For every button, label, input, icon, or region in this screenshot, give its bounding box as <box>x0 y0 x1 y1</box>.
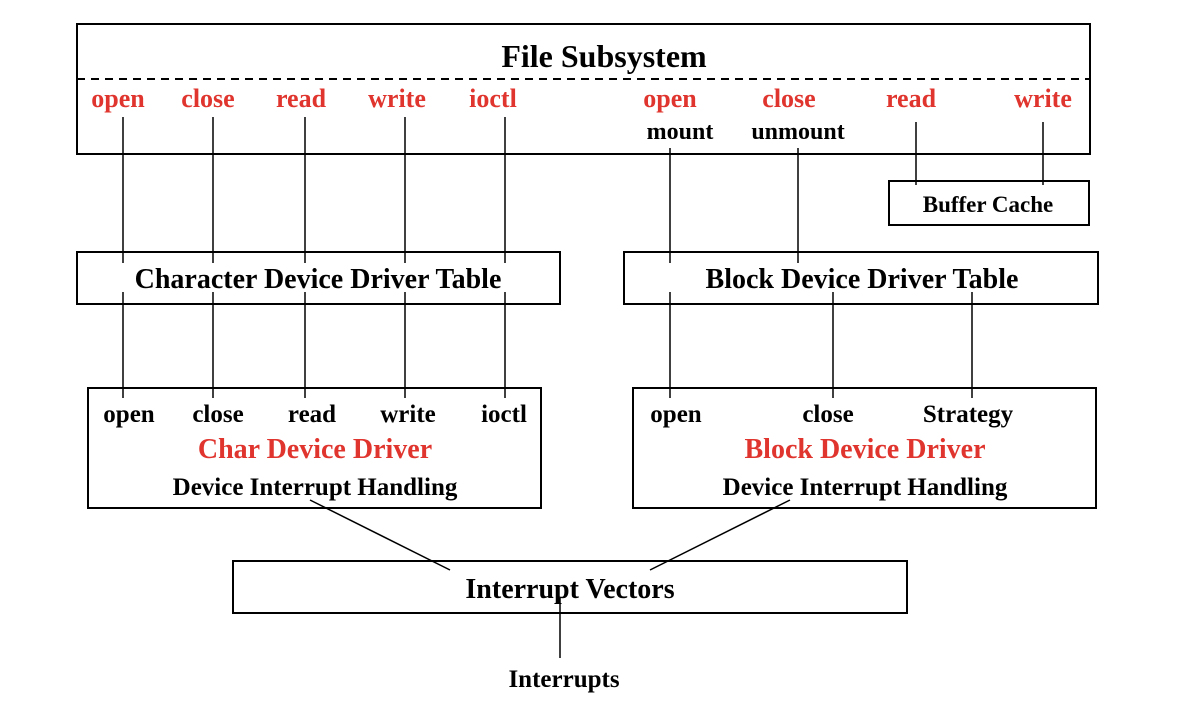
fs-block-op-read: read <box>885 84 937 113</box>
char-driver-subtitle: Device Interrupt Handling <box>172 474 458 501</box>
fs-char-op-ioctl: ioctl <box>469 84 517 113</box>
fs-char-op-close: close <box>181 84 235 113</box>
interrupts-label: Interrupts <box>508 666 620 693</box>
char-driver-box <box>87 387 542 509</box>
char-driver-op-ioctl: ioctl <box>481 401 527 428</box>
file-subsystem-box <box>76 23 1091 155</box>
interrupt-vectors-box <box>232 560 908 614</box>
block-driver-subtitle: Device Interrupt Handling <box>722 474 1008 501</box>
buffer-cache-box <box>888 180 1090 226</box>
block-driver-box <box>632 387 1097 509</box>
fs-char-op-read: read <box>275 84 327 113</box>
fs-block-op-close: close <box>762 84 816 113</box>
fs-block-op-mount: mount <box>646 119 714 145</box>
block-table-box <box>623 251 1099 305</box>
block-driver-op-strategy: Strategy <box>922 401 1014 428</box>
char-table-box <box>76 251 561 305</box>
fs-char-op-open: open <box>91 84 145 113</box>
fs-block-op-unmount: unmount <box>751 119 845 145</box>
block-table-label: Block Device Driver Table <box>705 264 1019 295</box>
interrupt-vectors-label: Interrupt Vectors <box>465 574 675 605</box>
char-driver-op-open: open <box>103 401 155 428</box>
fs-block-op-open: open <box>643 84 697 113</box>
connector-block-interrupt <box>649 499 791 571</box>
fs-char-op-write: write <box>368 84 426 113</box>
buffer-cache-label: Buffer Cache <box>922 192 1054 217</box>
char-driver-op-read: read <box>287 401 337 428</box>
file-subsystem-title: File Subsystem <box>501 38 707 74</box>
char-driver-title: Char Device Driver <box>197 434 433 465</box>
block-driver-op-close: close <box>802 401 854 428</box>
char-driver-op-close: close <box>192 401 244 428</box>
char-driver-op-write: write <box>380 401 436 428</box>
block-driver-title: Block Device Driver <box>744 434 986 465</box>
fs-block-op-write: write <box>1014 84 1072 113</box>
char-table-label: Character Device Driver Table <box>134 264 502 295</box>
block-driver-op-open: open <box>650 401 702 428</box>
connector-char-interrupt <box>309 499 451 571</box>
